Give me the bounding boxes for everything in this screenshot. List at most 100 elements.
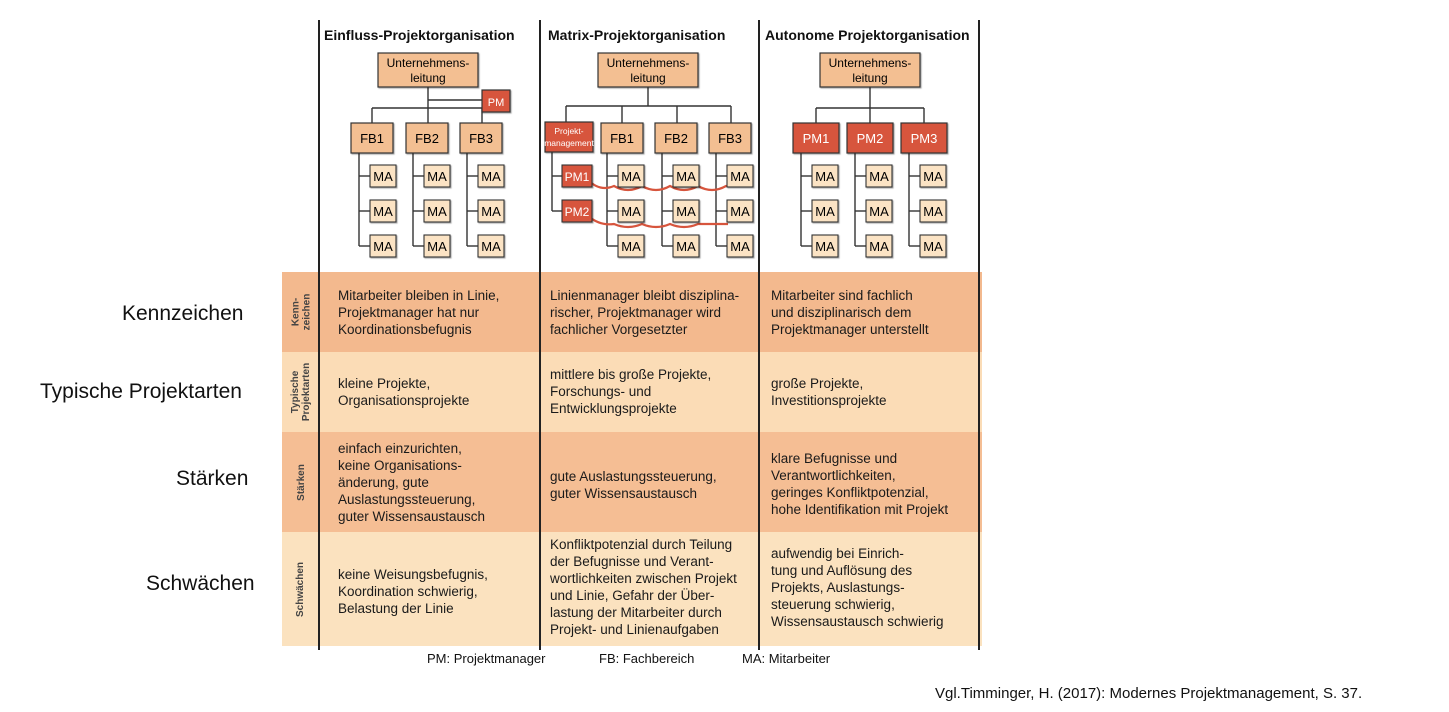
svg-text:FB1: FB1: [610, 131, 634, 146]
column-title-matrix: Matrix-Projektorganisation: [548, 27, 726, 43]
einfluss-pm-box: [481, 89, 511, 113]
organisation-table: Kenn- zeichen Typische Projektarten Stär…: [282, 20, 982, 666]
autonom-pm-boxes: PM1 PM2 PM3: [792, 122, 948, 154]
svg-text:PM2: PM2: [857, 131, 884, 146]
side-label-cell-3: Stärken: [282, 432, 320, 532]
svg-text:MA: MA: [427, 169, 447, 184]
source-citation: Vgl.Timminger, H. (2017): Modernes Proje…: [935, 685, 1363, 702]
svg-text:MA: MA: [427, 239, 447, 254]
svg-text:MA: MA: [676, 239, 696, 254]
svg-text:MA: MA: [869, 239, 889, 254]
side-label-cell-4: Schwächen: [282, 532, 320, 646]
column-title-einfluss: Einfluss-Projektorganisation: [324, 27, 515, 43]
legend-fb: FB: Fachbereich: [599, 651, 695, 666]
side-label-projektarten: Typische Projektarten: [290, 362, 313, 422]
matrix-pm-boxes: PM1 PM2: [561, 164, 593, 223]
autonom-ma-boxes: MA MA MA MA MA MA MA MA MA: [811, 164, 947, 258]
matrix-staerken: gute Auslastungssteuerung, guter Wissens…: [550, 469, 717, 501]
row-label-kennzeichen: Kennzeichen: [122, 302, 244, 325]
svg-text:MA: MA: [815, 169, 835, 184]
matrix-kennzeichen: Linienmanager bleibt disziplina- rischer…: [550, 288, 740, 337]
legend-ma: MA: Mitarbeiter: [742, 651, 831, 666]
side-label-staerken: Stärken: [295, 463, 307, 501]
matrix-ma-boxes: MA MA MA MA MA MA MA MA MA: [617, 164, 754, 258]
svg-text:MA: MA: [815, 239, 835, 254]
svg-text:MA: MA: [481, 239, 501, 254]
svg-text:MA: MA: [730, 239, 750, 254]
autonom-top-label-1: Unternehmens-: [829, 56, 912, 70]
column-divider-4: [978, 20, 980, 650]
svg-text:MA: MA: [869, 169, 889, 184]
matrix-org-chart: Unternehmens- leitung Projekt- managemen…: [544, 52, 754, 258]
matrix-projektmanagement-label-1: Projekt-: [554, 126, 583, 136]
svg-text:FB3: FB3: [718, 131, 742, 146]
column-divider-2: [539, 20, 541, 650]
einfluss-fb-boxes: FB1 FB2 FB3: [350, 122, 503, 154]
svg-text:MA: MA: [923, 239, 943, 254]
einfluss-top-box: [377, 52, 479, 88]
einfluss-kennzeichen: Mitarbeiter bleiben in Linie, Projektman…: [338, 288, 500, 337]
matrix-fb-boxes: FB1 FB2 FB3: [600, 122, 752, 154]
einfluss-pm-label: PM: [488, 97, 505, 109]
einfluss-org-chart: Unternehmens- leitung PM FB1 FB2 FB3 MA …: [350, 52, 511, 258]
matrix-projektmanagement-box: [544, 121, 594, 153]
svg-text:MA: MA: [730, 204, 750, 219]
einfluss-projektarten: kleine Projekte, Organisationsprojekte: [338, 376, 470, 408]
svg-text:MA: MA: [373, 169, 393, 184]
matrix-projektarten: mittlere bis große Projekte, Forschungs-…: [550, 367, 712, 416]
einfluss-ma-boxes: MA MA MA MA MA MA MA MA MA: [369, 164, 505, 258]
side-label-cell-1: Kenn- zeichen: [282, 272, 320, 352]
svg-text:MA: MA: [923, 169, 943, 184]
side-label-cell-2: Typische Projektarten: [282, 352, 320, 432]
matrix-top-box: [597, 52, 699, 88]
svg-text:FB2: FB2: [664, 131, 688, 146]
matrix-top-label-2: leitung: [630, 71, 665, 85]
autonom-top-label-2: leitung: [852, 71, 887, 85]
svg-text:FB1: FB1: [360, 131, 384, 146]
row-label-schwaechen: Schwächen: [146, 572, 255, 595]
autonom-projektarten: große Projekte, Investitionsprojekte: [771, 376, 887, 408]
autonom-org-chart: Unternehmens- leitung PM1 PM2 PM3 MA MA …: [792, 52, 948, 258]
svg-text:MA: MA: [869, 204, 889, 219]
svg-text:MA: MA: [481, 169, 501, 184]
einfluss-top-label-1: Unternehmens-: [387, 56, 470, 70]
svg-text:MA: MA: [373, 239, 393, 254]
einfluss-schwaechen: keine Weisungsbefugnis, Koordination sch…: [338, 567, 488, 616]
row-label-staerken: Stärken: [176, 467, 249, 490]
band-projektarten: [282, 352, 982, 432]
einfluss-ma-lines: [358, 153, 478, 247]
matrix-projektmanagement-label-2: management: [544, 138, 594, 148]
autonom-schwaechen: aufwendig bei Einrich- tung und Auflösun…: [771, 546, 944, 629]
svg-text:MA: MA: [621, 239, 641, 254]
svg-text:PM1: PM1: [565, 170, 590, 184]
autonom-staerken: klare Befugnisse und Verantwortlichkeite…: [771, 451, 949, 517]
svg-text:MA: MA: [815, 204, 835, 219]
svg-text:MA: MA: [923, 204, 943, 219]
autonom-top-box: [819, 52, 921, 88]
svg-text:PM1: PM1: [803, 131, 830, 146]
svg-text:MA: MA: [427, 204, 447, 219]
svg-text:MA: MA: [373, 204, 393, 219]
column-divider-1: [318, 20, 320, 650]
svg-text:MA: MA: [481, 204, 501, 219]
row-label-projektarten: Typische Projektarten: [40, 380, 242, 403]
band-staerken: [282, 432, 982, 532]
svg-text:MA: MA: [621, 169, 641, 184]
org-charts: Unternehmens- leitung PM FB1 FB2 FB3 MA …: [350, 52, 948, 258]
svg-text:MA: MA: [676, 169, 696, 184]
autonom-kennzeichen: Mitarbeiter sind fachlich und disziplina…: [771, 288, 929, 337]
svg-text:FB3: FB3: [469, 131, 493, 146]
legend-pm: PM: Projektmanager: [427, 651, 546, 666]
svg-text:PM3: PM3: [911, 131, 938, 146]
side-label-schwaechen: Schwächen: [295, 561, 307, 617]
svg-text:MA: MA: [730, 169, 750, 184]
svg-text:PM2: PM2: [565, 205, 590, 219]
matrix-project-lines: [587, 179, 742, 229]
svg-text:FB2: FB2: [415, 131, 439, 146]
column-title-autonom: Autonome Projektorganisation: [765, 27, 970, 43]
band-schwaechen: [282, 532, 982, 646]
svg-text:MA: MA: [621, 204, 641, 219]
svg-text:MA: MA: [676, 204, 696, 219]
side-label-kennzeichen: Kenn- zeichen: [290, 293, 312, 331]
band-kennzeichen: [282, 272, 982, 352]
